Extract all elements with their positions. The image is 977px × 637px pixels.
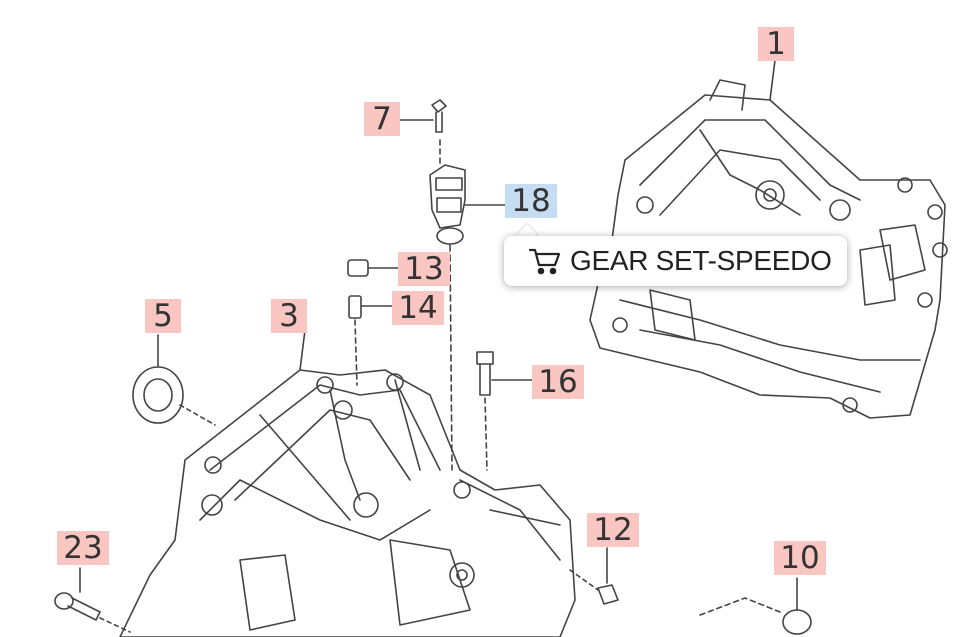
tooltip-part-name[interactable]: GEAR SET-SPEEDO	[570, 245, 832, 276]
oil-seal	[132, 334, 216, 426]
callout-1[interactable]: 1	[758, 27, 794, 61]
clutch-housing	[119, 329, 576, 637]
callout-7[interactable]: 7	[364, 102, 400, 136]
bush-and-pin	[347, 259, 401, 386]
speedometer-gear-set	[429, 164, 506, 471]
callout-13[interactable]: 13	[398, 252, 450, 286]
tooltip-arrow	[515, 224, 539, 237]
callout-10[interactable]: 10	[774, 541, 826, 575]
callout-12[interactable]: 12	[587, 513, 639, 547]
callout-23[interactable]: 23	[57, 531, 109, 565]
part-tooltip[interactable]: GEAR SET-SPEEDO	[504, 236, 847, 286]
callout-16[interactable]: 16	[532, 365, 584, 399]
callout-5[interactable]: 5	[145, 299, 181, 333]
bolt	[394, 99, 447, 166]
hex-bolt	[54, 567, 131, 633]
cart-icon[interactable]	[528, 246, 562, 276]
cap-nut	[699, 577, 812, 635]
callout-14[interactable]: 14	[392, 291, 444, 325]
drain-plug	[476, 351, 533, 471]
callout-18[interactable]: 18	[505, 184, 557, 218]
dowel-pin	[569, 547, 619, 605]
callout-3[interactable]: 3	[271, 299, 307, 333]
